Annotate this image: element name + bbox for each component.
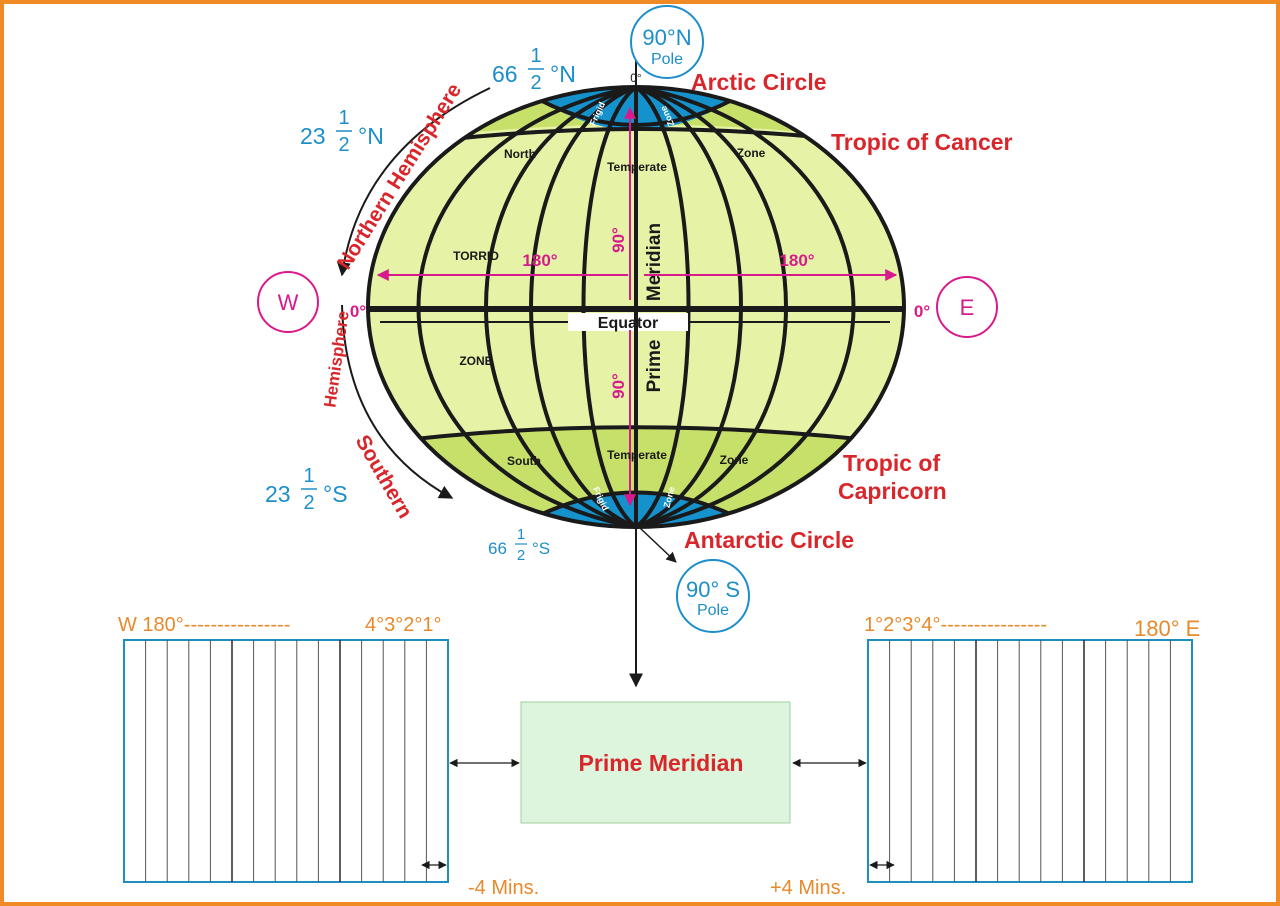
prime-meridian-upper-label: Meridian xyxy=(644,223,665,301)
temperate-south-label: Temperate xyxy=(607,448,667,462)
svg-text:2: 2 xyxy=(530,72,541,94)
east-header-right: 180° E xyxy=(1134,616,1200,641)
svg-text:1: 1 xyxy=(303,465,314,487)
svg-text:23: 23 xyxy=(300,123,326,149)
lat-23s: 23 1 2 °S xyxy=(265,465,348,514)
prime-meridian-box xyxy=(520,701,791,824)
west-header-right: 4°3°2°1° xyxy=(365,614,441,636)
tropic-cancer-label: Tropic of Cancer xyxy=(831,129,1013,155)
south-90-label: 90° xyxy=(609,373,628,399)
lat-66n: 66 1 2 °N xyxy=(492,45,576,94)
west-header-left: W 180°---------------- xyxy=(118,614,290,636)
svg-text:2: 2 xyxy=(303,492,314,514)
svg-text:23: 23 xyxy=(265,481,291,507)
zone-north-label: Zone xyxy=(737,146,766,160)
svg-text:1: 1 xyxy=(517,526,525,543)
svg-text:66: 66 xyxy=(492,61,518,87)
svg-text:2: 2 xyxy=(517,547,525,564)
east-offset-label: +4 Mins. xyxy=(770,877,846,899)
prime-meridian-lower-label: Prime xyxy=(644,340,665,393)
south-pole-label: Pole xyxy=(697,602,729,619)
torrid-label: TORRID xyxy=(453,249,499,263)
temperate-north-label: Temperate xyxy=(607,160,667,174)
svg-text:°N: °N xyxy=(550,61,576,87)
svg-text:°N: °N xyxy=(358,123,384,149)
angle-arrows xyxy=(376,106,898,507)
zone-south-label: Zone xyxy=(720,453,749,467)
east-time-panel xyxy=(867,639,1193,883)
south-pole-badge: 90° S Pole xyxy=(676,559,750,633)
east-badge: E xyxy=(936,276,998,338)
north-90-label: 90° xyxy=(609,227,628,253)
top-zero-label: 0° xyxy=(630,71,642,85)
tropic-capricorn-label-2: Capricorn xyxy=(838,478,947,504)
equator-label: Equator xyxy=(598,315,658,332)
west-180-label: 180° xyxy=(522,251,557,270)
northern-hemisphere-arrow xyxy=(336,87,491,277)
west-badge: W xyxy=(257,271,319,333)
north-pole-badge: 90°N Pole xyxy=(630,5,704,79)
south-pole-pointer xyxy=(639,527,677,563)
torrid-zone-label: ZONE xyxy=(459,354,492,368)
east-label: E xyxy=(960,295,975,320)
svg-text:1: 1 xyxy=(338,107,349,129)
north-label: North xyxy=(504,147,536,161)
prime-meridian-box-label: Prime Meridian xyxy=(579,750,744,776)
west-label: W xyxy=(278,290,299,315)
southern-hemisphere-arrow xyxy=(341,304,454,499)
north-pole-label: Pole xyxy=(651,51,683,68)
svg-text:66: 66 xyxy=(488,539,507,558)
east-header-left: 1°2°3°4°---------------- xyxy=(864,614,1047,636)
east-180-label: 180° xyxy=(779,251,814,270)
east-zero-label: 0° xyxy=(914,302,930,321)
antarctic-circle-label: Antarctic Circle xyxy=(684,527,854,553)
west-zero-label: 0° xyxy=(350,302,366,321)
west-offset-label: -4 Mins. xyxy=(468,877,539,899)
tropic-capricorn-label-1: Tropic of xyxy=(843,450,940,476)
south-label: South xyxy=(507,454,541,468)
svg-text:°S: °S xyxy=(323,481,348,507)
svg-text:2: 2 xyxy=(338,134,349,156)
svg-text:1: 1 xyxy=(530,45,541,67)
south-pole-value: 90° S xyxy=(686,577,740,602)
svg-text:°S: °S xyxy=(532,539,550,558)
southern-hemisphere-label-2: Southern xyxy=(351,431,417,522)
arctic-circle-label: Arctic Circle xyxy=(691,69,827,95)
west-time-panel xyxy=(123,639,449,883)
equator-label-box xyxy=(568,313,688,331)
lat-23n: 23 1 2 °N xyxy=(300,107,384,156)
north-pole-value: 90°N xyxy=(642,25,691,50)
lat-66s: 66 1 2 °S xyxy=(488,526,550,564)
